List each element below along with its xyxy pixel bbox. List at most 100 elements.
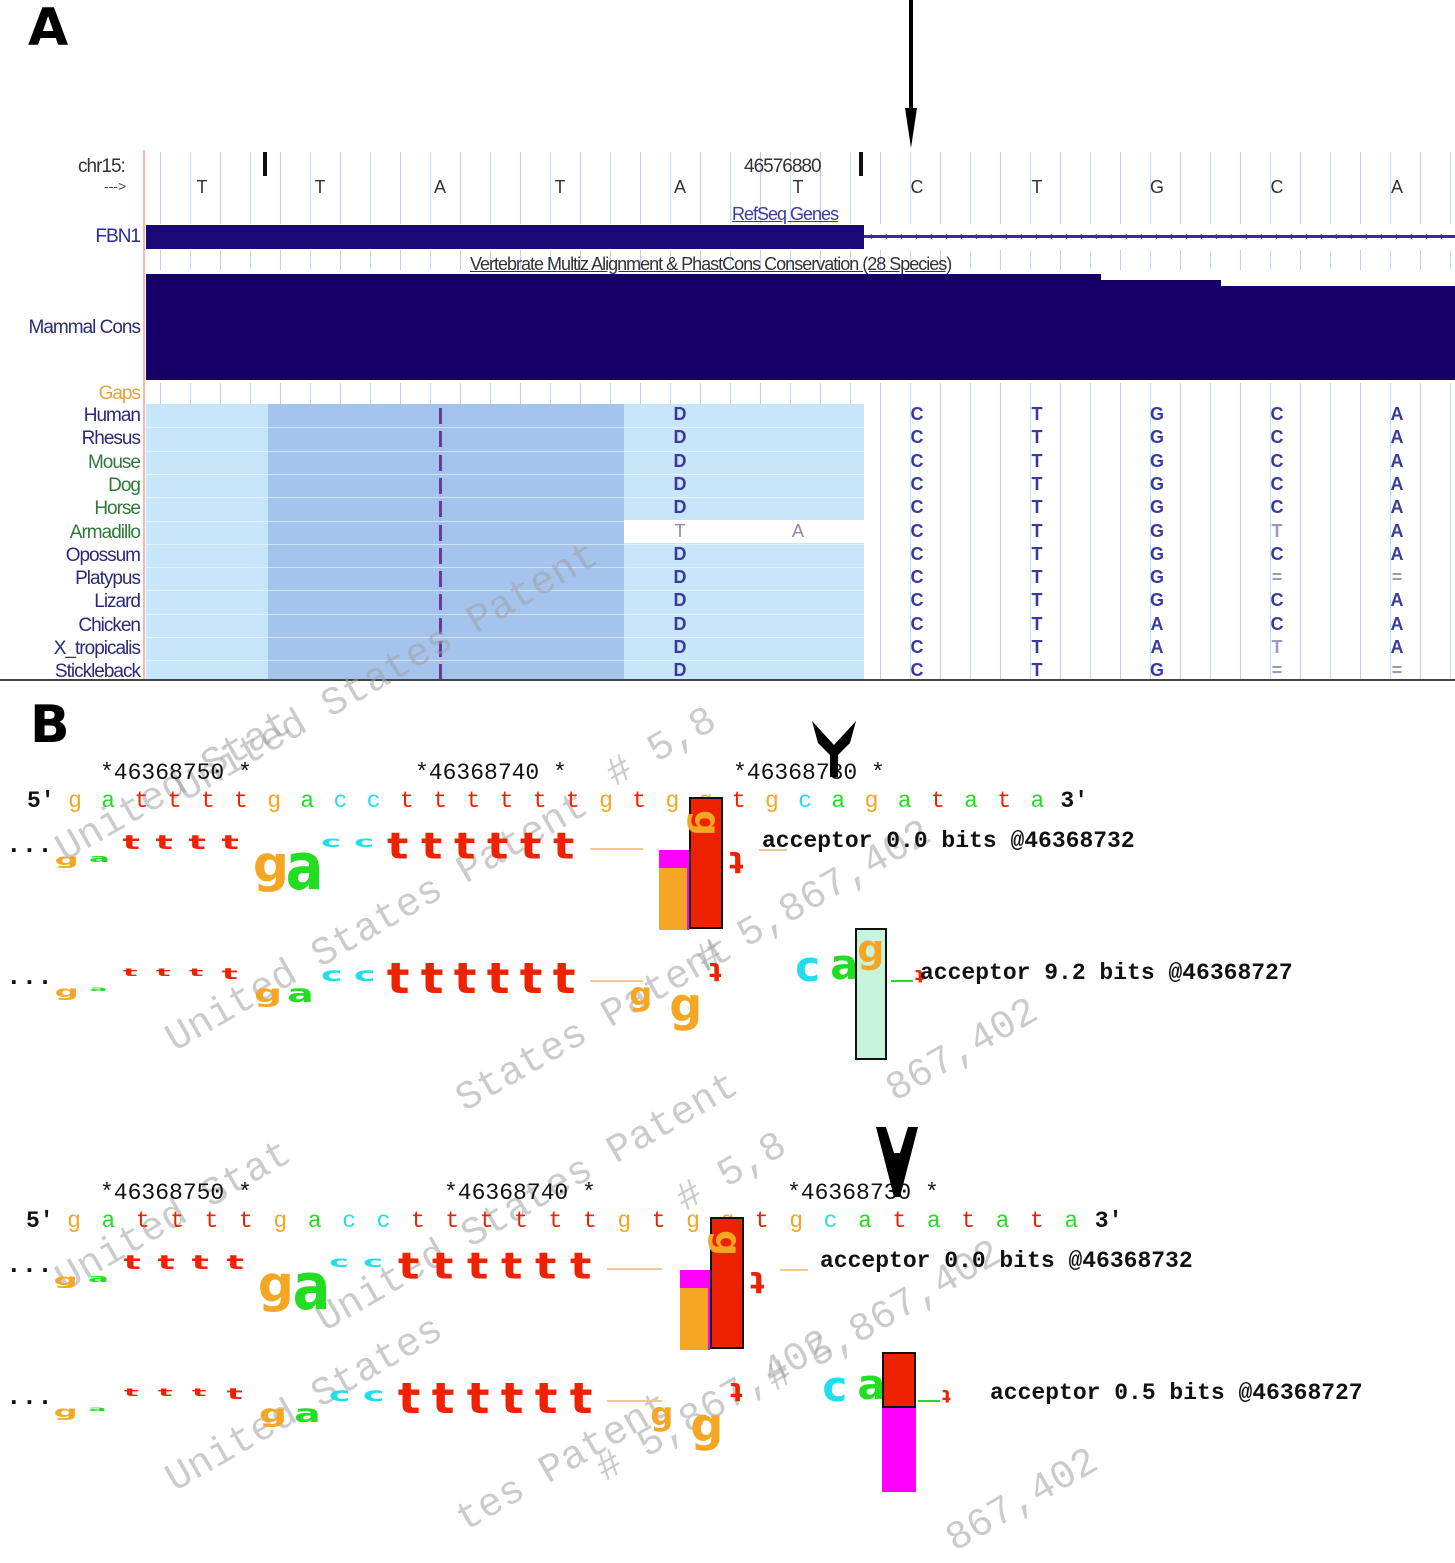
- alignment-base: T: [1031, 590, 1043, 611]
- gridline: [640, 250, 641, 270]
- sequence-base: t: [410, 1208, 425, 1234]
- fbn1-intron-line[interactable]: [864, 235, 1455, 238]
- gridline: [250, 250, 251, 270]
- strand-arrow-icon: ›: [1035, 229, 1039, 243]
- reference-base: T: [1031, 177, 1043, 197]
- chrom-label: chr15:: [78, 156, 126, 177]
- arrow-down-icon: [876, 1127, 918, 1202]
- species-label[interactable]: Lizard: [94, 591, 141, 613]
- logo-baseline: [589, 980, 643, 982]
- logo-letter-t: t: [569, 1374, 593, 1424]
- species-label[interactable]: Platypus: [75, 568, 141, 590]
- alignment-base: A: [1390, 404, 1404, 424]
- mammal-cons-label[interactable]: Mammal Cons: [28, 317, 141, 338]
- insertion-mark: [439, 594, 442, 611]
- alignment-base: T: [1031, 450, 1043, 471]
- logo-letter-t: t: [553, 954, 576, 1004]
- alignment-base: A: [1390, 543, 1404, 564]
- logo-letter-t: t: [222, 965, 239, 983]
- alignment-base: C: [1270, 613, 1284, 634]
- gridline: [1000, 152, 1001, 224]
- row-separator: [146, 637, 864, 638]
- alignment-base: D: [673, 404, 687, 424]
- logo-letter-g-block: [680, 1288, 709, 1350]
- gridline: [820, 152, 821, 224]
- strand-arrow-icon: ›: [1185, 229, 1189, 243]
- logo-letter-t: t: [226, 1385, 243, 1403]
- sequence-base: t: [466, 788, 481, 814]
- strand-arrow-icon: ›: [990, 229, 994, 243]
- conservation-track-title[interactable]: Vertebrate Multiz Alignment & PhastCons …: [470, 254, 952, 274]
- gene-name-label[interactable]: FBN1: [95, 226, 141, 247]
- logo-letter-t: t: [431, 1374, 455, 1424]
- alignment-base: C: [1270, 427, 1284, 448]
- alignment-base: C: [1270, 590, 1284, 611]
- logo-letter-t: t: [500, 1244, 523, 1288]
- gridline: [670, 250, 671, 270]
- alignment-base: C: [910, 404, 924, 424]
- track-left-border: [143, 150, 145, 680]
- strand-arrow-icon: ›: [1305, 229, 1309, 243]
- sequence-base: c: [798, 788, 813, 814]
- alignment-base: =: [1391, 660, 1403, 681]
- sequence-base: g: [599, 788, 613, 814]
- reference-base: A: [1390, 177, 1404, 197]
- species-label[interactable]: Rhesus: [81, 428, 141, 450]
- gridline: [1300, 250, 1301, 270]
- logo-letter-a: a: [285, 830, 324, 906]
- ellipsis: ...: [6, 962, 53, 992]
- logo-letter-c: c: [329, 1253, 350, 1271]
- species-label[interactable]: Dog: [108, 474, 141, 496]
- fbn1-exon-bar[interactable]: [146, 225, 864, 249]
- sequence-base: a: [858, 1208, 872, 1234]
- logo-letter-t: t: [569, 1244, 592, 1288]
- species-label[interactable]: Stickleback: [54, 661, 141, 683]
- strand-arrow-icon: ›: [930, 229, 934, 243]
- logo-letter-t: t: [942, 1385, 951, 1406]
- species-label[interactable]: Mouse: [87, 451, 141, 473]
- alignment-base: C: [1270, 450, 1284, 471]
- panel-b-label: B: [30, 695, 70, 755]
- sequence-base: t: [433, 788, 447, 814]
- gridline: [1330, 383, 1331, 680]
- strand-arrow-icon: ›: [885, 229, 889, 243]
- alignment-base: T: [1031, 497, 1043, 518]
- gridline: [1180, 250, 1181, 270]
- insertion-mark: [439, 431, 442, 448]
- row-separator: [146, 590, 864, 592]
- gridline: [370, 152, 371, 224]
- insertion-mark: [439, 617, 442, 634]
- logo-letter-g: g: [686, 810, 728, 836]
- sequence-base: g: [765, 788, 779, 814]
- sequence-base: t: [961, 1208, 976, 1234]
- alignment-base: G: [1149, 450, 1165, 471]
- row-separator: [146, 473, 864, 475]
- reference-base: A: [433, 177, 447, 197]
- strand-arrow-icon: ›: [1080, 229, 1084, 243]
- species-label[interactable]: Horse: [94, 498, 141, 520]
- alignment-base: A: [1390, 590, 1404, 611]
- gridline: [700, 250, 701, 270]
- gridline: [730, 152, 731, 224]
- alignment-base: G: [1149, 427, 1165, 448]
- alignment-base: A: [1390, 637, 1404, 657]
- gaps-label[interactable]: Gaps: [98, 383, 141, 404]
- gridline: [1120, 250, 1121, 270]
- gridline: [1240, 250, 1241, 270]
- species-label[interactable]: Opossum: [65, 544, 141, 566]
- sequence-base: t: [892, 1208, 907, 1234]
- logo-letter-t: t: [730, 1376, 743, 1406]
- refseq-genes-title[interactable]: RefSeq Genes: [732, 204, 839, 224]
- species-label[interactable]: Armadillo: [69, 521, 141, 543]
- logo-letter-t: t: [709, 956, 722, 986]
- sequence-base: t: [499, 788, 514, 814]
- species-label[interactable]: Human: [83, 405, 141, 426]
- logo-letter-a: a: [287, 979, 314, 1009]
- logo-letter-c: c: [795, 942, 821, 991]
- species-label[interactable]: Chicken: [78, 614, 141, 636]
- ellipsis: ...: [6, 1250, 53, 1280]
- species-label[interactable]: X_tropicalis: [53, 638, 141, 659]
- acceptor-score-label: acceptor 0.0 bits @46368732: [762, 828, 1135, 854]
- alignment-base: G: [1149, 590, 1165, 611]
